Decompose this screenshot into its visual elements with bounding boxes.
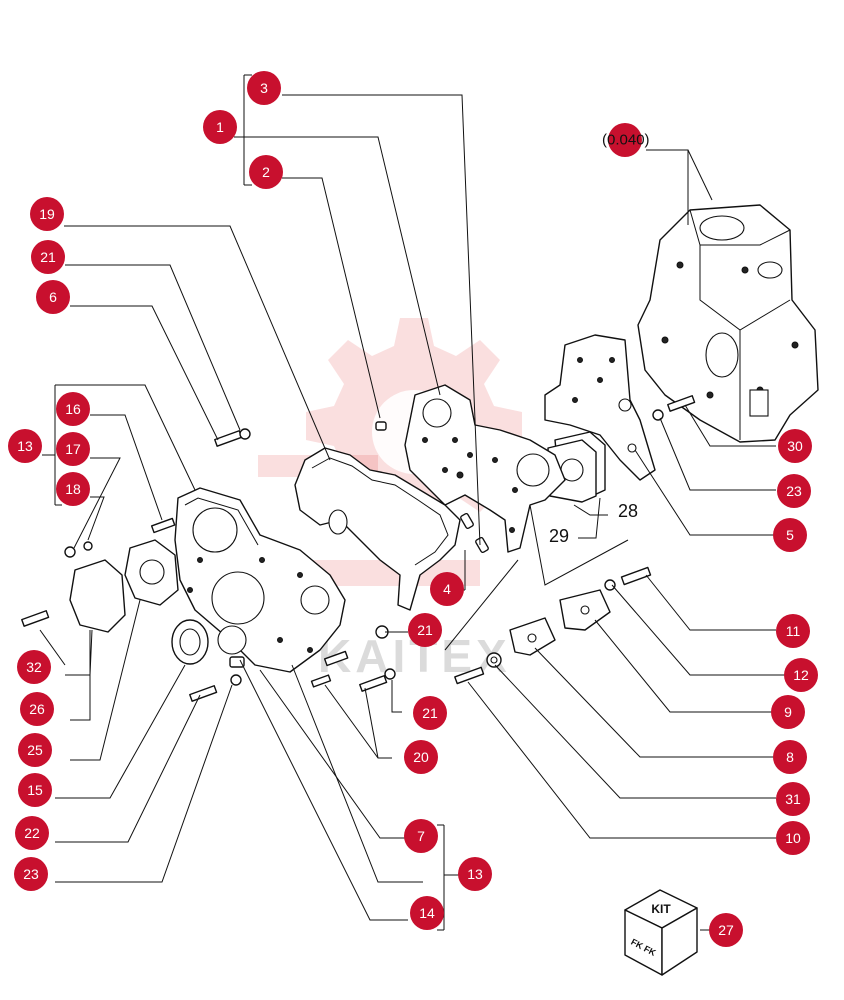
callout-7[interactable]: 7 xyxy=(404,819,438,853)
callout-2[interactable]: 2 xyxy=(249,155,283,189)
cover-plate xyxy=(69,539,179,633)
callout-27[interactable]: 27 xyxy=(709,913,743,947)
svg-text:30: 30 xyxy=(787,438,803,454)
callout-8[interactable]: 8 xyxy=(773,740,807,774)
rear-plate xyxy=(544,334,656,481)
svg-text:20: 20 xyxy=(413,749,429,765)
kit-label: KIT xyxy=(651,902,671,916)
callout-0040[interactable] xyxy=(608,123,642,157)
svg-text:27: 27 xyxy=(718,922,734,938)
svg-text:7: 7 xyxy=(417,828,425,844)
engine-block xyxy=(637,204,819,443)
callout-6[interactable]: 6 xyxy=(36,280,70,314)
callout-17[interactable]: 17 xyxy=(56,432,90,466)
svg-text:1: 1 xyxy=(216,119,224,135)
svg-text:3: 3 xyxy=(260,80,268,96)
callout-26[interactable]: 26 xyxy=(20,692,54,726)
callout-21-top[interactable]: 21 xyxy=(31,240,65,274)
svg-text:5: 5 xyxy=(786,527,794,543)
callout-18[interactable]: 18 xyxy=(56,472,90,506)
callout-22[interactable]: 22 xyxy=(15,816,49,850)
callout-4[interactable]: 4 xyxy=(430,572,464,606)
svg-text:14: 14 xyxy=(419,905,435,921)
leader-lines xyxy=(39,74,786,931)
callout-21-mid[interactable]: 21 xyxy=(408,613,442,647)
timing-plate xyxy=(404,384,566,553)
svg-text:11: 11 xyxy=(786,623,801,639)
callout-20[interactable]: 20 xyxy=(404,740,438,774)
svg-text:21: 21 xyxy=(417,622,433,638)
callout-11[interactable]: 11 xyxy=(776,614,810,648)
reference-label: (0.040) xyxy=(602,132,650,149)
svg-text:21: 21 xyxy=(40,249,56,265)
hardware xyxy=(21,395,696,702)
callout-1[interactable]: 1 xyxy=(203,110,237,144)
brackets xyxy=(509,589,611,656)
svg-text:19: 19 xyxy=(39,206,55,222)
plain-label-29: 29 xyxy=(549,526,569,546)
front-cover xyxy=(174,487,346,673)
callout-15[interactable]: 15 xyxy=(18,773,52,807)
svg-text:21: 21 xyxy=(422,705,438,721)
callout-16[interactable]: 16 xyxy=(56,392,90,426)
cover-gasket xyxy=(294,447,461,611)
svg-text:18: 18 xyxy=(65,481,81,497)
svg-text:6: 6 xyxy=(49,289,57,305)
svg-text:17: 17 xyxy=(65,441,81,457)
svg-text:4: 4 xyxy=(443,581,451,597)
callout-10[interactable]: 10 xyxy=(776,821,810,855)
callout-23-right[interactable]: 23 xyxy=(777,474,811,508)
svg-text:10: 10 xyxy=(785,830,801,846)
svg-text:9: 9 xyxy=(784,704,792,720)
svg-text:31: 31 xyxy=(785,791,801,807)
svg-text:13: 13 xyxy=(467,866,483,882)
svg-text:12: 12 xyxy=(793,667,809,683)
svg-text:23: 23 xyxy=(23,866,39,882)
svg-text:22: 22 xyxy=(24,825,40,841)
callout-13-left[interactable]: 13 xyxy=(8,429,42,463)
callout-13-bottom[interactable]: 13 xyxy=(458,857,492,891)
callout-21-low[interactable]: 21 xyxy=(413,696,447,730)
callouts: 3 1 2 19 21 6 16 13 17 18 32 26 25 15 22… xyxy=(8,71,818,947)
callout-12[interactable]: 12 xyxy=(784,658,818,692)
svg-text:15: 15 xyxy=(27,782,43,798)
callout-19[interactable]: 19 xyxy=(30,197,64,231)
callout-9[interactable]: 9 xyxy=(771,695,805,729)
callout-31[interactable]: 31 xyxy=(776,782,810,816)
callout-25[interactable]: 25 xyxy=(18,733,52,767)
callout-32[interactable]: 32 xyxy=(17,650,51,684)
seal-set xyxy=(547,431,606,503)
svg-text:25: 25 xyxy=(27,742,43,758)
kit-box: KIT FK FK xyxy=(624,889,698,976)
callout-23-left[interactable]: 23 xyxy=(14,857,48,891)
svg-text:8: 8 xyxy=(786,749,794,765)
plain-label-28: 28 xyxy=(618,501,638,521)
svg-text:23: 23 xyxy=(786,483,802,499)
callout-30[interactable]: 30 xyxy=(778,429,812,463)
callout-3[interactable]: 3 xyxy=(247,71,281,105)
oil-seal xyxy=(171,619,209,665)
dowel-pins xyxy=(375,421,489,554)
svg-text:32: 32 xyxy=(26,659,42,675)
svg-text:2: 2 xyxy=(262,164,270,180)
svg-text:26: 26 xyxy=(29,701,45,717)
svg-text:16: 16 xyxy=(65,401,81,417)
callout-14[interactable]: 14 xyxy=(410,896,444,930)
callout-5[interactable]: 5 xyxy=(773,518,807,552)
svg-text:13: 13 xyxy=(17,438,33,454)
